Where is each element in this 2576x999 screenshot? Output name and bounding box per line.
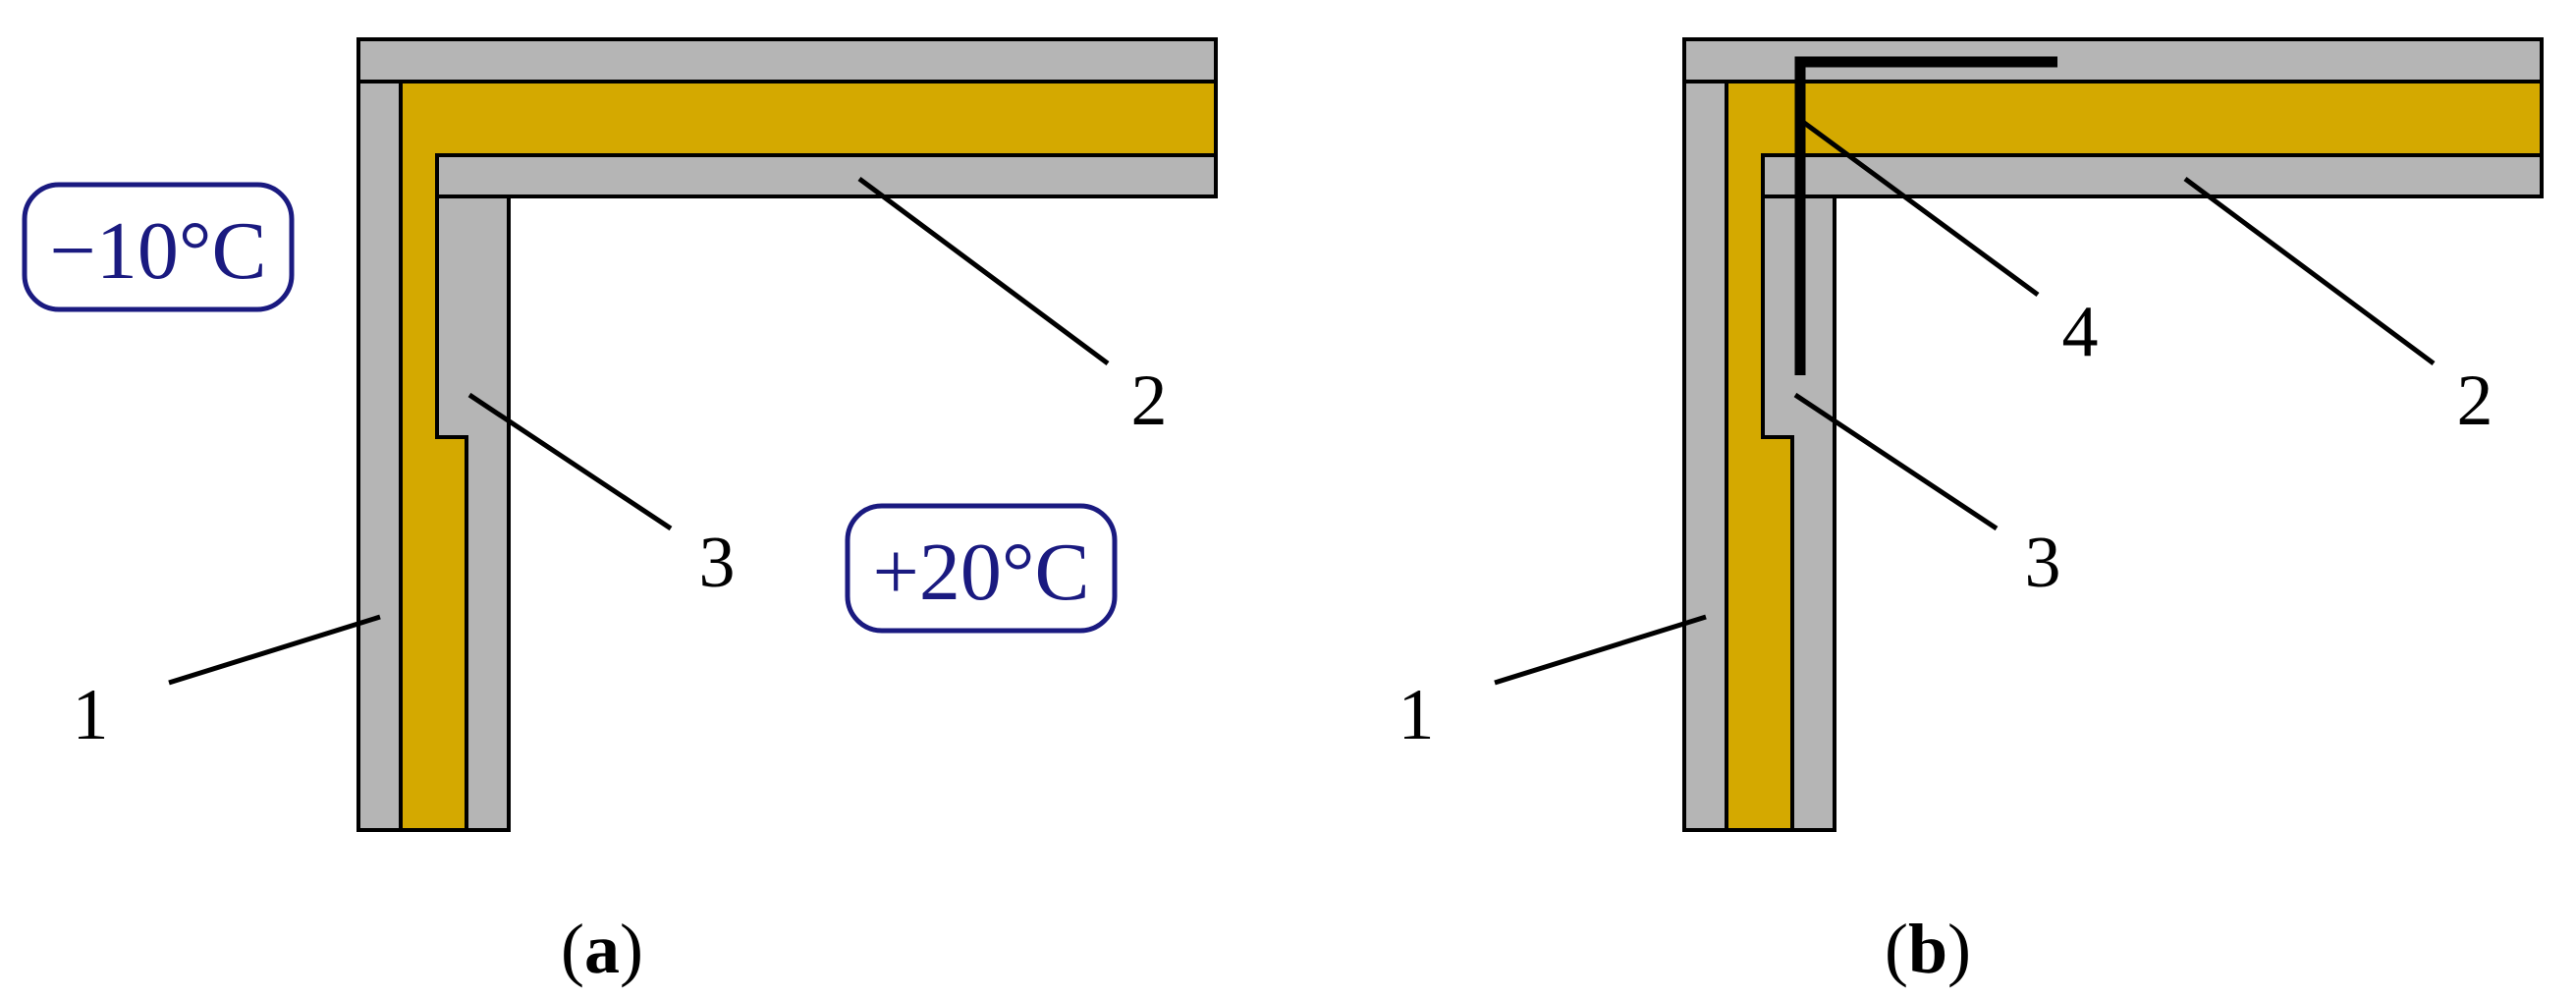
outside-temperature-box: [22, 182, 295, 312]
inside-temperature-label: +20°C: [873, 527, 1090, 618]
inside-temperature-box: [845, 503, 1118, 634]
panel-a-callout-1: 1: [73, 675, 109, 755]
panel-a-leader-2: [857, 176, 1110, 366]
panel-a-joint-profile: [435, 194, 511, 832]
panel-b-callout-1: 1: [1398, 675, 1435, 755]
panel-a-wall-section: [356, 37, 1218, 832]
panel-a-inside-temperature-badge: +20°C: [845, 503, 1118, 634]
outside-temperature-label: −10°C: [50, 205, 267, 297]
panel-a-caption-open: (: [561, 910, 584, 988]
panel-b-joint-profile: [1761, 194, 1836, 832]
panel-a-caption: (a): [561, 910, 643, 988]
panel-b: 1 2 3 4 (b): [1398, 37, 2544, 988]
panel-a-outer-skin-horizontal: [356, 37, 1218, 83]
panel-a-leader-3: [467, 392, 673, 531]
panel-b-leader-1: [1494, 614, 1707, 686]
panel-a-inner-skin-horizontal: [435, 153, 1218, 198]
panel-b-leader-3: [1793, 392, 1999, 531]
panel-a-leader-1: [168, 614, 381, 686]
panel-b-outer-skin-horizontal: [1682, 37, 2544, 83]
panel-a: 1 2 3 −10°C +20°C (a): [22, 37, 1218, 988]
panel-a-caption-close: ): [620, 910, 643, 988]
panel-b-callout-4: 4: [2062, 292, 2099, 372]
panel-b-leader-4: [1798, 117, 2040, 298]
panel-b-wall-section: [1682, 37, 2544, 832]
panel-b-callout-2: 2: [2457, 361, 2494, 441]
panel-b-caption-letter: b: [1908, 910, 1947, 988]
panel-b-thermal-bridge-bracket: [1794, 56, 2057, 375]
panel-a-caption-letter: a: [584, 910, 620, 988]
panel-a-outside-temperature-badge: −10°C: [22, 182, 295, 312]
panel-b-caption-close: ): [1947, 910, 1971, 988]
panel-b-caption-open: (: [1885, 910, 1908, 988]
panel-a-outer-skin-vertical: [356, 37, 403, 832]
panel-b-caption: (b): [1885, 910, 1971, 988]
panel-b-outer-skin-vertical: [1682, 37, 1728, 832]
panel-b-leader-2: [2183, 176, 2436, 366]
panel-b-callout-3: 3: [2025, 523, 2061, 603]
panel-a-callout-3: 3: [699, 523, 736, 603]
panel-a-callout-2: 2: [1131, 361, 1168, 441]
